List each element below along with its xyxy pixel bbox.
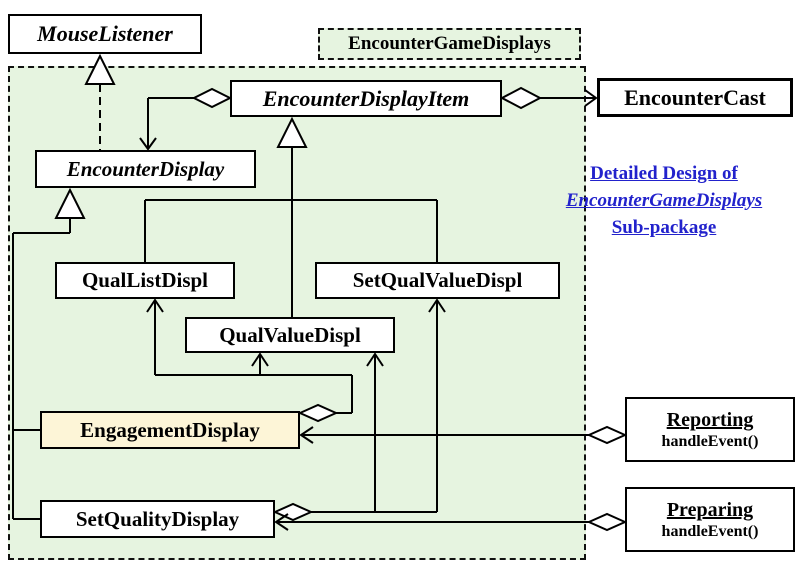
- aggregation-displayitem-display: [139, 87, 233, 151]
- class-setqualvaluedispl: SetQualValueDispl: [315, 262, 560, 299]
- arrowhead: [139, 137, 157, 151]
- arrowhead: [584, 89, 598, 107]
- detailed-design-line2: EncounterGameDisplays: [565, 190, 763, 211]
- class-reporting-method: handleEvent(): [661, 432, 759, 450]
- aggregation-setquality-parts: [272, 298, 446, 522]
- class-reporting: Reporting handleEvent(): [625, 397, 795, 462]
- aggregation-diamond: [297, 403, 339, 423]
- class-preparing: Preparing handleEvent(): [625, 487, 795, 552]
- package-boundary: [8, 66, 586, 560]
- class-setqualitydisplay: SetQualityDisplay: [40, 500, 275, 538]
- aggregation-diamond: [191, 87, 233, 109]
- arrowhead: [428, 298, 446, 313]
- aggregation-diamond: [272, 502, 314, 522]
- realization-mouselistener-encounterdisplay: [84, 53, 116, 150]
- arrowhead: [299, 426, 314, 444]
- detailed-design-link[interactable]: Detailed Design of EncounterGameDisplays…: [538, 160, 790, 241]
- class-encounterdisplayitem: EncounterDisplayItem: [230, 80, 502, 117]
- aggregation-reporting-engagement: [299, 425, 628, 445]
- class-encountercast: EncounterCast: [597, 78, 793, 117]
- class-engagementdisplay: EngagementDisplay: [40, 411, 300, 449]
- aggregation-diamond: [499, 86, 543, 110]
- class-preparing-name: Preparing: [666, 498, 754, 521]
- class-qualvaluedispl: QualValueDispl: [185, 317, 395, 353]
- generalization-display-children: [12, 187, 86, 520]
- aggregation-diamond: [586, 512, 628, 532]
- generalization-triangle: [84, 53, 116, 85]
- aggregation-diamond: [586, 425, 628, 445]
- aggregation-engagement-parts: [146, 298, 353, 423]
- detailed-design-line1: Detailed Design of: [590, 163, 738, 184]
- arrowhead: [251, 352, 269, 367]
- class-mouselistener: MouseListener: [8, 14, 202, 54]
- class-reporting-name: Reporting: [666, 408, 754, 431]
- arrowhead: [274, 513, 289, 531]
- class-preparing-method: handleEvent(): [661, 522, 759, 540]
- arrowhead: [366, 352, 384, 367]
- detailed-design-line3: Sub-package: [611, 217, 717, 238]
- arrowhead: [146, 298, 164, 313]
- aggregation-displayitem-cast: [499, 86, 598, 110]
- generalization-triangle: [54, 187, 86, 219]
- aggregation-preparing-setquality: [274, 512, 628, 532]
- generalization-displayitem-children: [144, 116, 438, 317]
- generalization-triangle: [276, 116, 308, 148]
- class-encounterdisplay: EncounterDisplay: [35, 150, 256, 188]
- package-label: EncounterGameDisplays: [318, 28, 581, 60]
- class-quallistdispl: QualListDispl: [55, 262, 235, 299]
